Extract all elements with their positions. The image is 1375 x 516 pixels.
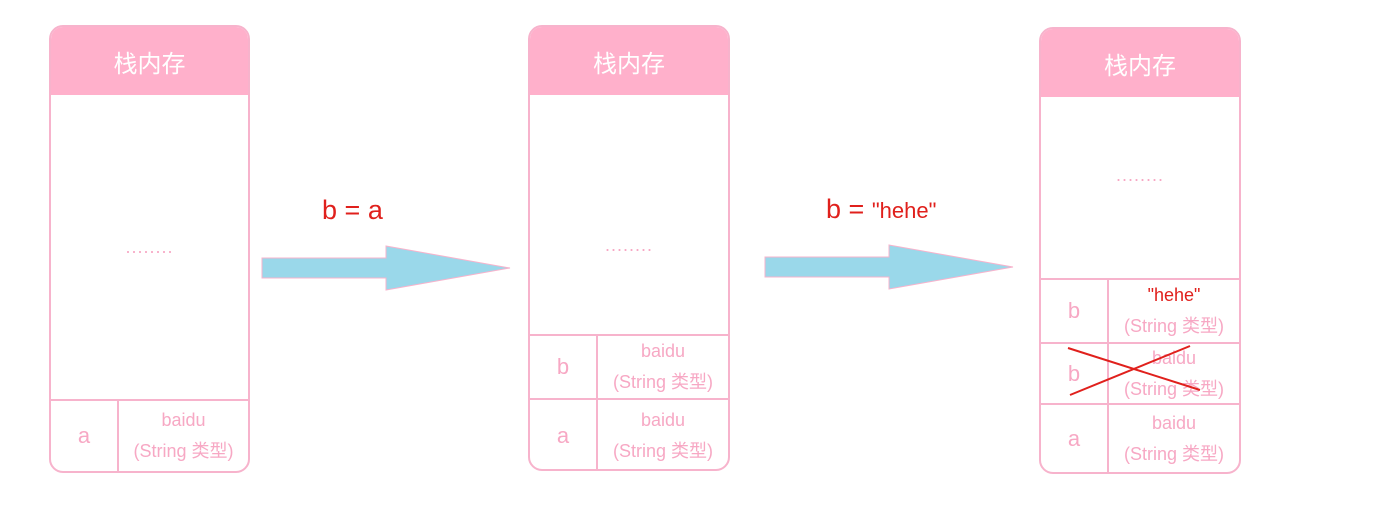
stack-row-a: a baidu (String 类型) xyxy=(51,399,248,471)
variable-name: b xyxy=(530,336,598,398)
operation-value: a xyxy=(367,195,383,225)
ellipsis: ........ xyxy=(125,237,174,257)
value-text: baidu xyxy=(640,409,686,430)
stack-title: 栈内存 xyxy=(51,27,248,95)
operation-var: b xyxy=(826,194,842,224)
operation-operator: = xyxy=(848,194,865,224)
variable-value: baidu (String 类型) xyxy=(1109,344,1239,403)
variable-name: a xyxy=(51,401,119,471)
stack-memory-1: 栈内存 ........ a baidu (String 类型) xyxy=(49,25,250,473)
value-text: baidu xyxy=(640,341,686,361)
operation-label-1: b = a xyxy=(322,195,383,226)
stack-title: 栈内存 xyxy=(530,27,728,95)
stack-row-b: b baidu (String 类型) xyxy=(530,334,728,398)
variable-value: baidu (String 类型) xyxy=(598,400,728,469)
value-type: (String 类型) xyxy=(612,372,713,392)
operation-label-2: b = "hehe" xyxy=(826,194,936,225)
stack-row-a: a baidu (String 类型) xyxy=(1041,403,1239,472)
variable-name: a xyxy=(1041,405,1109,472)
ellipsis: ........ xyxy=(604,235,653,255)
value-type: (String 类型) xyxy=(1123,316,1224,336)
stack-title: 栈内存 xyxy=(1041,29,1239,97)
value-text: baidu xyxy=(1151,347,1197,368)
value-text: "hehe" xyxy=(1147,285,1201,305)
variable-name: b xyxy=(1041,280,1109,342)
stack-row-b-new: b "hehe" (String 类型) xyxy=(1041,278,1239,342)
variable-value: baidu (String 类型) xyxy=(1109,405,1239,472)
operation-var: b xyxy=(322,195,338,225)
value-text: baidu xyxy=(1151,413,1197,433)
value-type: (String 类型) xyxy=(612,440,713,461)
variable-name: b xyxy=(1041,344,1109,403)
operation-operator: = xyxy=(344,195,361,225)
value-type: (String 类型) xyxy=(1123,444,1224,464)
variable-value: baidu (String 类型) xyxy=(119,401,248,471)
variable-name: a xyxy=(530,400,598,469)
cross-out-icon xyxy=(1067,345,1201,396)
operation-value: "hehe" xyxy=(871,198,937,223)
value-text: baidu xyxy=(161,410,206,430)
arrow-right-icon xyxy=(261,245,511,291)
variable-value: "hehe" (String 类型) xyxy=(1109,280,1239,342)
stack-memory-3: 栈内存 ........ b "hehe" (String 类型) b baid… xyxy=(1039,27,1241,474)
value-type: (String 类型) xyxy=(1123,378,1224,399)
stack-memory-2: 栈内存 ........ b baidu (String 类型) a baidu… xyxy=(528,25,730,471)
value-type: (String 类型) xyxy=(133,441,234,461)
stack-row-b-old: b baidu (String 类型) xyxy=(1041,342,1239,403)
stack-row-a: a baidu (String 类型) xyxy=(530,398,728,469)
arrow-right-icon xyxy=(764,244,1014,290)
variable-value: baidu (String 类型) xyxy=(598,336,728,398)
ellipsis: ........ xyxy=(1115,165,1164,185)
